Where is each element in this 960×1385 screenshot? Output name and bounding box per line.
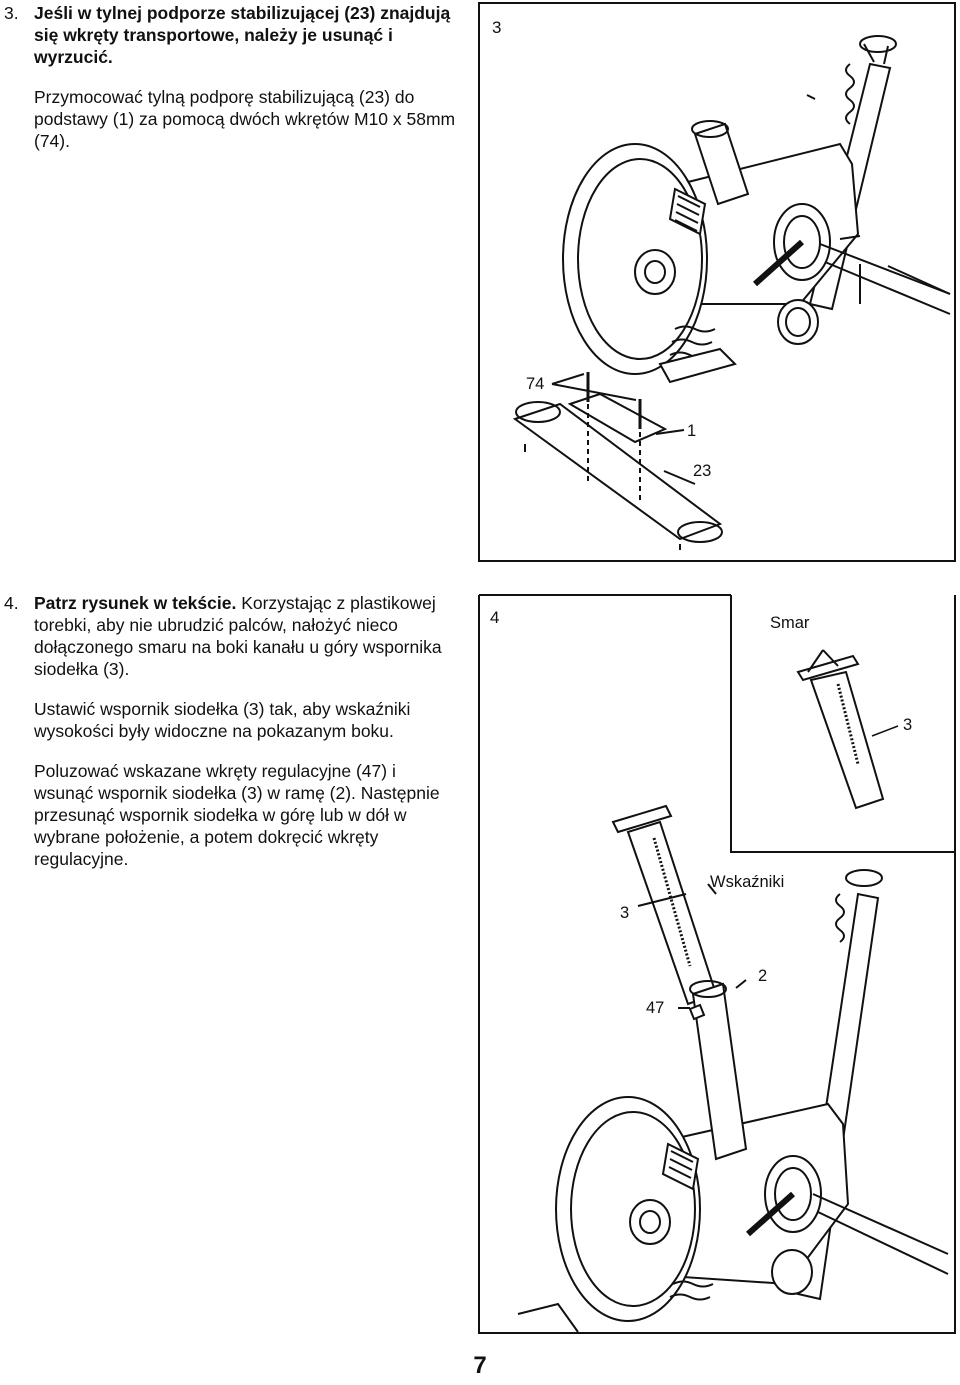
step-4-number: 4. bbox=[4, 593, 19, 613]
figure-3-label-stabilizer: 23 bbox=[693, 462, 712, 480]
figure-4: 4 Smar 3 bbox=[478, 594, 956, 1334]
step-4-paragraph-3: Poluzować wskazane wkręty regulacyjne (4… bbox=[34, 761, 440, 869]
figure-3-label-base: 1 bbox=[687, 422, 697, 440]
figure-4-label-seatpost: 3 bbox=[620, 904, 630, 922]
figure-4-outline bbox=[478, 594, 956, 1334]
figure-4-number: 4 bbox=[490, 608, 500, 627]
figure-4-inset-label-grease: Smar bbox=[770, 614, 810, 632]
figure-3: 3 bbox=[478, 2, 956, 562]
step-4-paragraph-2: Ustawić wspornik siodełka (3) tak, aby w… bbox=[34, 699, 411, 741]
page-number: 7 bbox=[473, 1352, 487, 1379]
figure-4-inset-leader bbox=[871, 725, 899, 737]
step-4-lead-bold: Patrz rysunek w tekście. bbox=[34, 593, 237, 613]
figure-4-inset-label-part: 3 bbox=[903, 716, 913, 734]
figure-4-label-knob: 47 bbox=[646, 999, 665, 1017]
step-3-paragraph: Przymocować tylną podporę stabilizującą … bbox=[34, 87, 456, 151]
figure-4-label-indicators: Wskaźniki bbox=[710, 873, 785, 891]
figure-3-number: 3 bbox=[492, 18, 502, 37]
step-3-heading: Jeśli w tylnej podporze stabilizującej (… bbox=[34, 3, 451, 67]
step-3-number: 3. bbox=[4, 3, 19, 23]
figure-3-drawing bbox=[512, 35, 951, 550]
step-3: 3. Jeśli w tylnej podporze stabilizujące… bbox=[0, 2, 460, 170]
figure-4-bike-drawing bbox=[517, 804, 949, 1333]
figure-3-label-screw: 74 bbox=[526, 375, 545, 393]
step-4: 4. Patrz rysunek w tekście. Korzystając … bbox=[0, 592, 460, 888]
step-4-lead-rest: Korzystając z plastikowej torebki, aby n… bbox=[34, 593, 442, 679]
figure-4-label-frame: 2 bbox=[758, 967, 768, 985]
figure-4-inset-drawing bbox=[796, 649, 885, 810]
